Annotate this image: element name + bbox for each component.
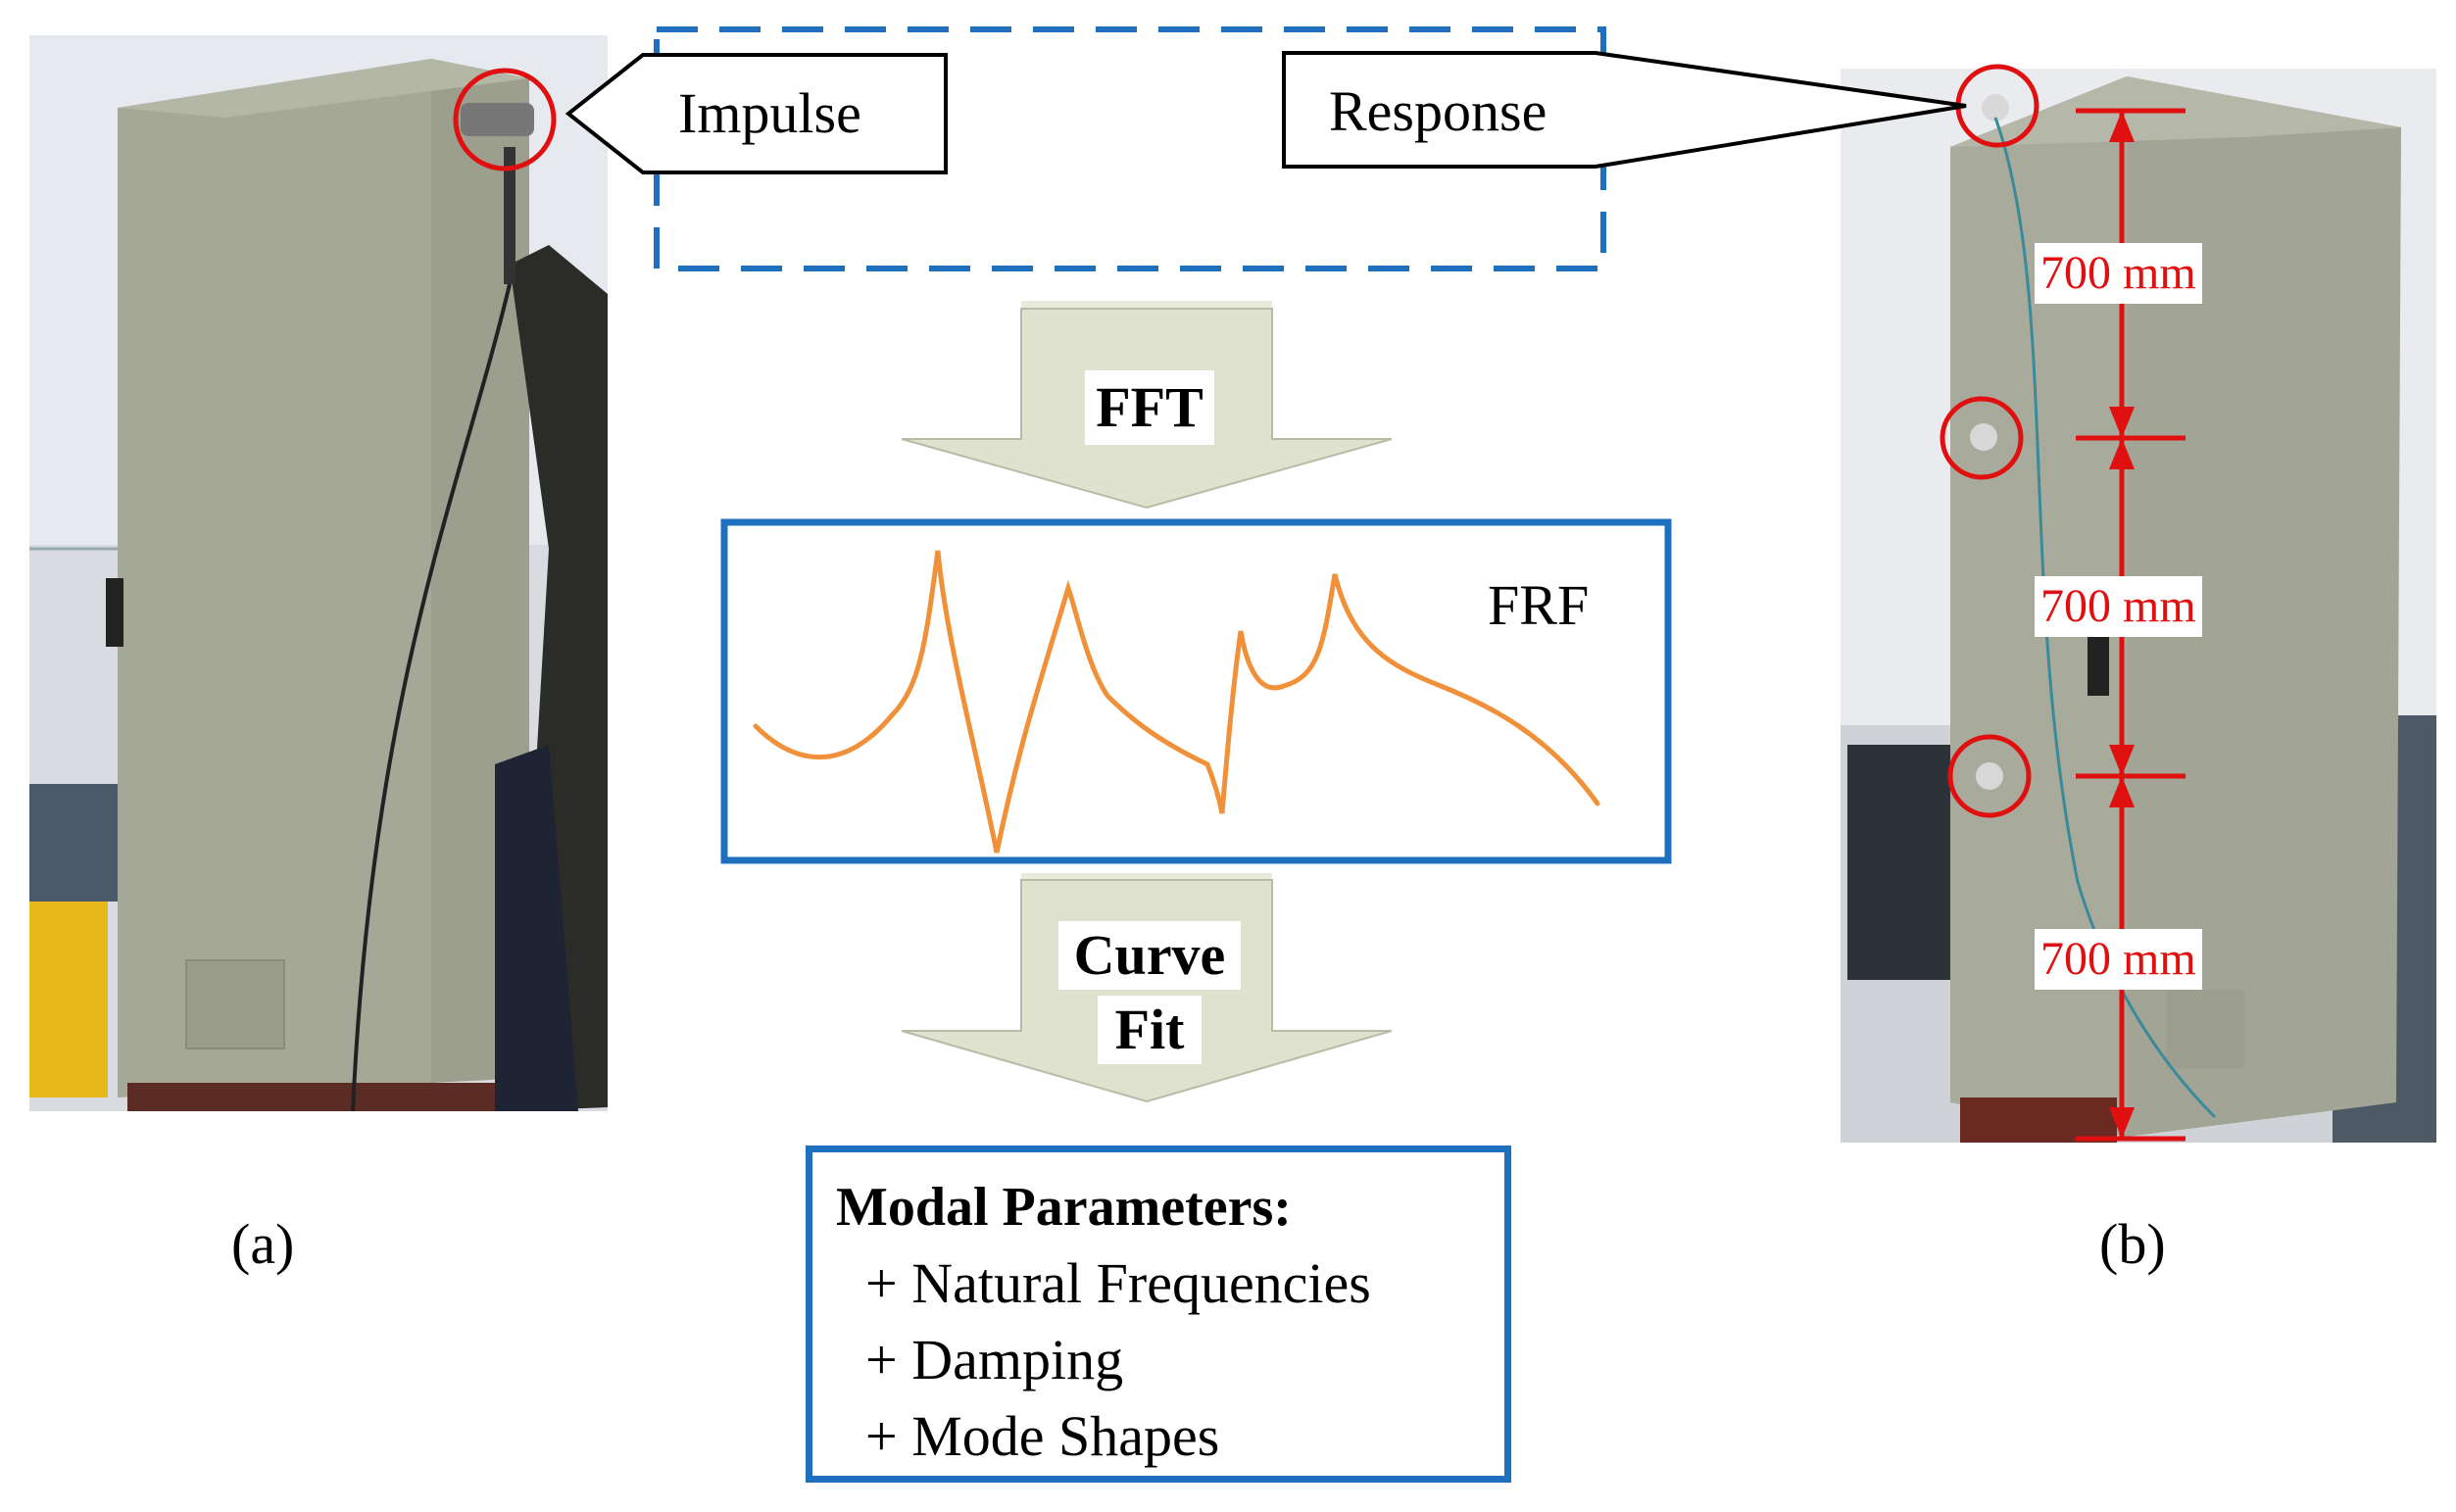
response-label: Response: [1329, 79, 1547, 143]
impulse-callout-shape: [565, 53, 948, 174]
modal-item-damping: + Damping: [865, 1328, 1124, 1391]
caption-b: (b): [2099, 1212, 2166, 1276]
curve-fit-label-line2: Fit: [1098, 996, 1202, 1064]
impulse-label: Impulse: [678, 81, 861, 145]
modal-parameters-title: Modal Parameters:: [836, 1177, 1292, 1238]
frf-box: [720, 518, 1672, 864]
curve-fit-arrow: [901, 873, 1393, 1103]
dimension-label-middle: 700 mm: [2035, 576, 2202, 637]
dimension-label-top: 700 mm: [2035, 243, 2202, 304]
modal-item-natural-frequencies: + Natural Frequencies: [865, 1251, 1371, 1315]
left-photo: [29, 35, 608, 1112]
frf-curve: [753, 550, 1600, 854]
frf-label: FRF: [1488, 573, 1590, 637]
curve-fit-label-line1: Curve: [1058, 921, 1241, 990]
caption-a: (a): [231, 1212, 295, 1276]
fft-label: FFT: [1085, 370, 1214, 445]
response-callout-shape: [1282, 51, 1967, 169]
dimension-label-bottom: 700 mm: [2035, 929, 2202, 990]
modal-parameters-box: Modal Parameters: + Natural Frequencies …: [806, 1146, 1511, 1483]
modal-item-mode-shapes: + Mode Shapes: [865, 1404, 1220, 1468]
